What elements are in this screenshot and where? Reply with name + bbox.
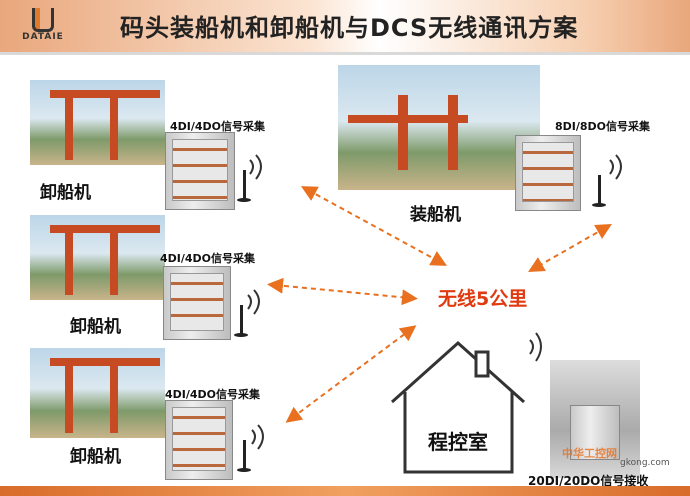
antenna-icon (234, 305, 248, 337)
unloader-label: 卸船机 (70, 447, 121, 467)
control-room-house-icon (391, 340, 525, 474)
receiver-photo (550, 360, 640, 478)
footer-band (0, 486, 690, 496)
signal-label: 4DI/4DO信号采集 (165, 388, 261, 401)
header-banner (0, 0, 690, 52)
signal-cabinet (515, 135, 581, 211)
loader-label: 装船机 (410, 205, 461, 225)
page-title: 码头装船机和卸船机与DCS无线通讯方案 (120, 14, 579, 42)
unloader-label: 卸船机 (70, 317, 121, 337)
signal-label: 4DI/4DO信号采集 (170, 120, 266, 133)
watermark: 中华工控网 (562, 447, 617, 460)
signal-label: 8DI/8DO信号采集 (555, 120, 651, 133)
signal-cabinet (163, 266, 231, 340)
link-loader (528, 224, 612, 272)
logo: DATAIE (18, 8, 68, 48)
signal-waves-icon (247, 154, 622, 450)
signal-cabinet (165, 132, 235, 210)
unloader-label: 卸船机 (40, 183, 91, 203)
link-unloader-2 (267, 277, 418, 306)
watermark-url: gkong.com (620, 458, 670, 468)
signal-label: 20DI/20DO信号接收 (528, 474, 649, 488)
divider (0, 52, 690, 55)
link-unloader-3 (285, 325, 417, 423)
signal-cabinet (165, 400, 233, 480)
unloader-photo (30, 348, 165, 438)
control-room-label: 程控室 (428, 430, 488, 454)
antenna-icon (592, 175, 606, 207)
unloader-photo (30, 215, 165, 300)
signal-label: 4DI/4DO信号采集 (160, 252, 256, 265)
wireless-range-label: 无线5公里 (438, 288, 528, 310)
antenna-icon (237, 170, 251, 202)
antenna-icon (237, 440, 251, 472)
link-unloader-1 (300, 186, 448, 266)
loader-photo (338, 65, 540, 190)
unloader-photo (30, 80, 165, 165)
